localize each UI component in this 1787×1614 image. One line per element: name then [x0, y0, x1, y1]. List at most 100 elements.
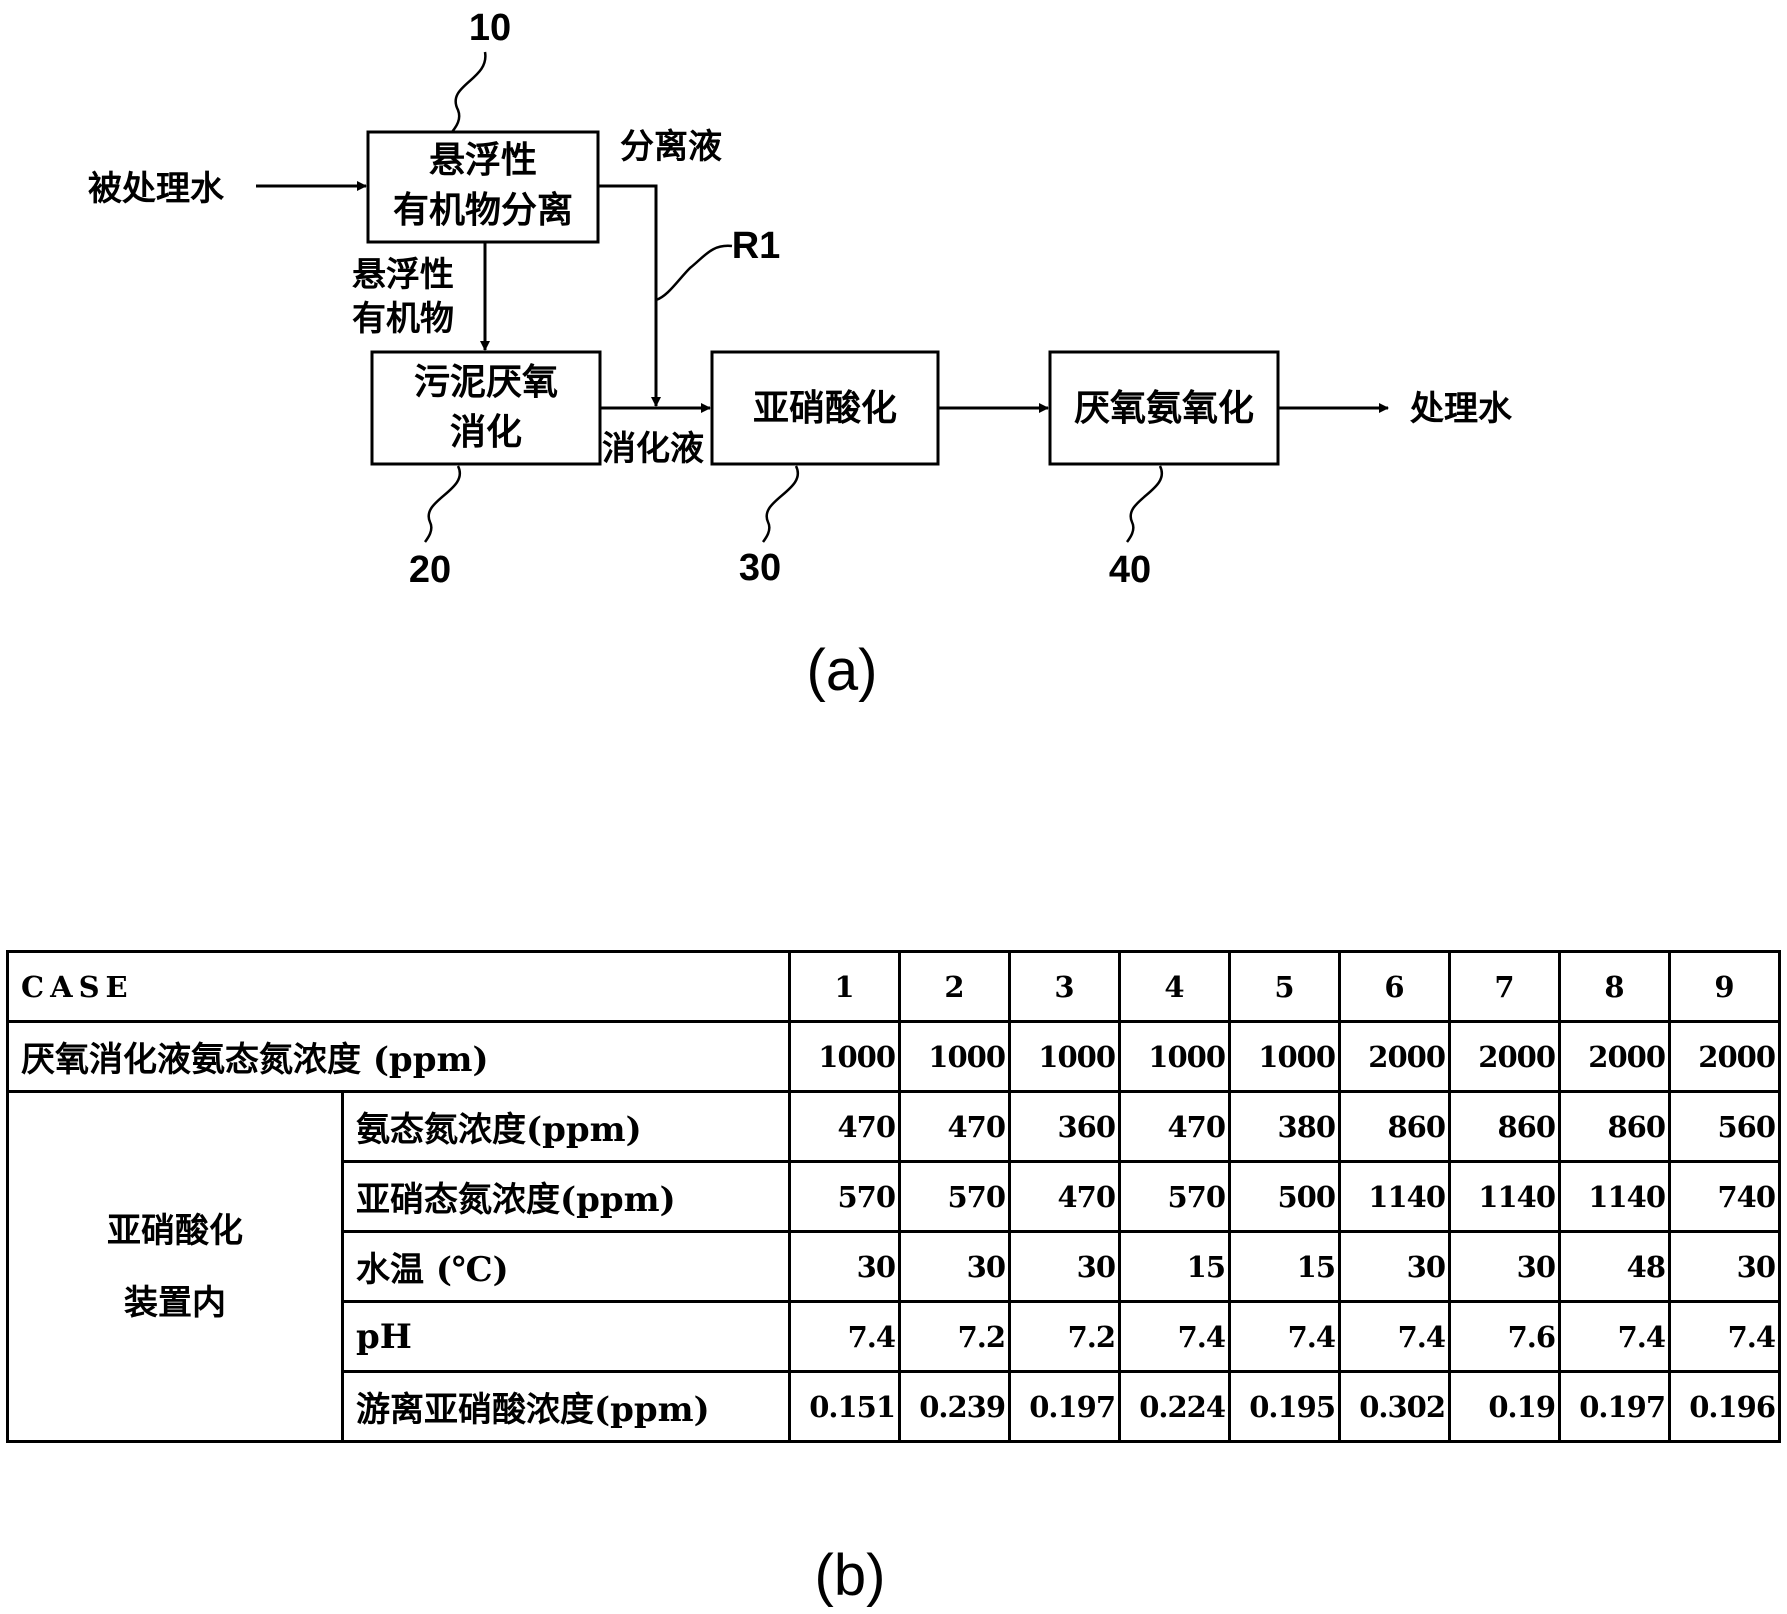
table-value-cell: 7.4: [788, 1300, 902, 1373]
table-value-cell: 7.6: [1448, 1300, 1562, 1373]
table-value-cell: 48: [1558, 1230, 1672, 1303]
table-value-cell: 0.197: [1008, 1370, 1122, 1443]
ref-number-10: 10: [469, 7, 511, 49]
nitritation-unit-group-label: 亚硝酸化装置内: [6, 1090, 344, 1443]
table-value-cell: 860: [1558, 1090, 1672, 1163]
nitritation-unit-box: 亚硝酸化: [710, 350, 940, 466]
table-value-cell: 570: [788, 1160, 902, 1233]
figure-a-caption: (a): [807, 638, 878, 703]
table-value-cell: 2000: [1668, 1020, 1782, 1093]
table-value-cell: 30: [788, 1230, 902, 1303]
influent-label: 被处理水: [88, 169, 225, 209]
case-number-cell: 5: [1228, 950, 1342, 1023]
table-value-cell: 15: [1228, 1230, 1342, 1303]
table-value-cell: 0.302: [1338, 1370, 1452, 1443]
separation-unit-box: 悬浮性 有机物分离: [366, 130, 600, 244]
table-value-cell: 2000: [1448, 1020, 1562, 1093]
digested-liquid-label: 消化液: [602, 429, 704, 469]
table-value-cell: 1140: [1558, 1160, 1672, 1233]
ref-number-20: 20: [409, 549, 451, 591]
leader-line-20: [423, 465, 462, 543]
table-value-cell: 7.4: [1338, 1300, 1452, 1373]
figure-b-caption: (b): [815, 1543, 886, 1608]
table-value-cell: 1000: [788, 1020, 902, 1093]
feed-ammonium-label: 厌氧消化液氨态氮浓度 (ppm): [5, 1020, 792, 1093]
case-number-cell: 6: [1338, 950, 1452, 1023]
parameter-label: 亚硝态氮浓度(ppm): [340, 1160, 792, 1233]
separated-liquid-label: 分离液: [620, 127, 722, 167]
table-value-cell: 7.2: [1008, 1300, 1122, 1373]
case-number-cell: 8: [1558, 950, 1672, 1023]
table-value-cell: 0.195: [1228, 1370, 1342, 1443]
table-value-cell: 0.239: [898, 1370, 1012, 1443]
table-value-cell: 7.4: [1558, 1300, 1672, 1373]
treated-water-label: 处理水: [1409, 389, 1513, 429]
case-header-label: CASE: [5, 950, 792, 1023]
table-value-cell: 2000: [1338, 1020, 1452, 1093]
table-value-cell: 1000: [1008, 1020, 1122, 1093]
table-value-cell: 30: [1668, 1230, 1782, 1303]
table-value-cell: 500: [1228, 1160, 1342, 1233]
case-number-cell: 3: [1008, 950, 1122, 1023]
anammox-unit-label: 厌氧氨氧化: [1074, 388, 1254, 429]
solids-label-line1: 悬浮性: [352, 255, 454, 295]
leader-line-30: [761, 465, 800, 543]
group-label-line1: 亚硝酸化: [107, 1210, 243, 1251]
case-number-cell: 7: [1448, 950, 1562, 1023]
table-value-cell: 2000: [1558, 1020, 1672, 1093]
parameter-label: 游离亚硝酸浓度(ppm): [340, 1370, 792, 1443]
ref-number-30: 30: [739, 547, 781, 589]
table-value-cell: 1000: [898, 1020, 1012, 1093]
table-value-cell: 30: [1338, 1230, 1452, 1303]
table-value-cell: 0.19: [1448, 1370, 1562, 1443]
table-value-cell: 0.197: [1558, 1370, 1672, 1443]
parameter-label: 水温 (℃): [340, 1230, 792, 1303]
separation-unit-label-line1: 悬浮性: [429, 140, 537, 181]
table-value-cell: 7.4: [1118, 1300, 1232, 1373]
table-value-cell: 860: [1448, 1090, 1562, 1163]
digestion-unit-label-line2: 消化: [450, 412, 522, 453]
solids-label-line2: 有机物: [352, 299, 454, 339]
table-value-cell: 15: [1118, 1230, 1232, 1303]
parameter-label: pH: [340, 1300, 792, 1373]
table-value-cell: 740: [1668, 1160, 1782, 1233]
nitritation-unit-label: 亚硝酸化: [753, 388, 897, 429]
table-value-cell: 570: [898, 1160, 1012, 1233]
leader-line-40: [1125, 465, 1164, 543]
separation-unit-label-line2: 有机物分离: [393, 190, 573, 231]
table-value-cell: 470: [1008, 1160, 1122, 1233]
table-value-cell: 1140: [1338, 1160, 1452, 1233]
table-value-cell: 7.2: [898, 1300, 1012, 1373]
table-value-cell: 30: [898, 1230, 1012, 1303]
table-value-cell: 1000: [1118, 1020, 1232, 1093]
table-value-cell: 0.224: [1118, 1370, 1232, 1443]
ref-number-40: 40: [1109, 549, 1151, 591]
table-value-cell: 0.151: [788, 1370, 902, 1443]
table-value-cell: 0.196: [1668, 1370, 1782, 1443]
anammox-unit-box: 厌氧氨氧化: [1048, 350, 1280, 466]
table-value-cell: 30: [1448, 1230, 1562, 1303]
leader-line-10: [451, 51, 487, 133]
table-value-cell: 7.4: [1228, 1300, 1342, 1373]
case-number-cell: 4: [1118, 950, 1232, 1023]
table-value-cell: 7.4: [1668, 1300, 1782, 1373]
digestion-unit-label-line1: 污泥厌氧: [414, 362, 558, 403]
case-number-cell: 9: [1668, 950, 1782, 1023]
case-number-cell: 1: [788, 950, 902, 1023]
digestion-unit-box: 污泥厌氧 消化: [370, 350, 602, 466]
table-value-cell: 30: [1008, 1230, 1122, 1303]
table-value-cell: 1140: [1448, 1160, 1562, 1233]
separated-liquid-route: [598, 184, 661, 407]
table-value-cell: 470: [898, 1090, 1012, 1163]
group-label-line2: 装置内: [124, 1282, 226, 1323]
